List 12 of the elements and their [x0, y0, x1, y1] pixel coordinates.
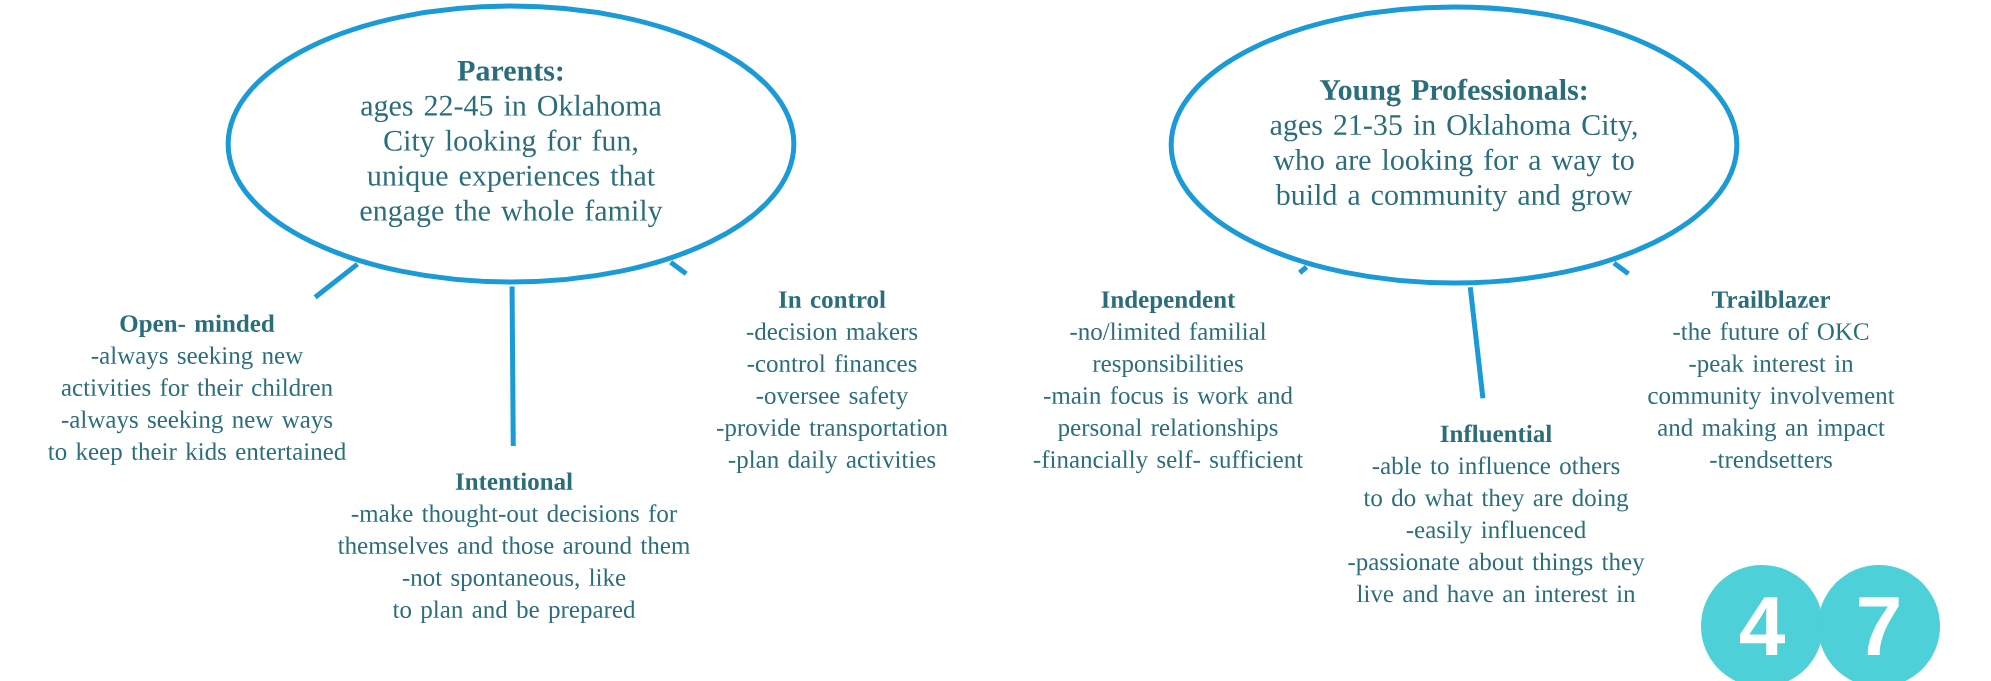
connector-line [1467, 287, 1486, 399]
connector-line [313, 262, 359, 300]
connector-line [509, 286, 516, 447]
connector-line [1298, 265, 1309, 275]
trait-text: Influential -able to influence others to do what they are doing -easily influenced -passionate about things they live and have an interest in [1348, 424, 1645, 603]
trait-text: Open- minded -always seeking new activities for their children -always seeking new ways to keep their kids entertained [48, 314, 346, 466]
trait-text: Independent -no/limited familial responsibilities -main focus is work and personal relationships -financially self- sufficient [1033, 290, 1304, 474]
connector-line [669, 260, 688, 276]
trait-text: In control -decision makers -control finances -oversee safety -provide transportation -plan daily activities [717, 290, 948, 474]
connector-line [1612, 261, 1630, 276]
trait-text: Trailblazer -the future of OKC -peak interest in community involvement and making an impact -trendsetters [1648, 290, 1895, 468]
trait-text: Intentional -make thought-out decisions for themselves and those around them -not spontaneous, like to plan and be prepared [337, 472, 690, 624]
